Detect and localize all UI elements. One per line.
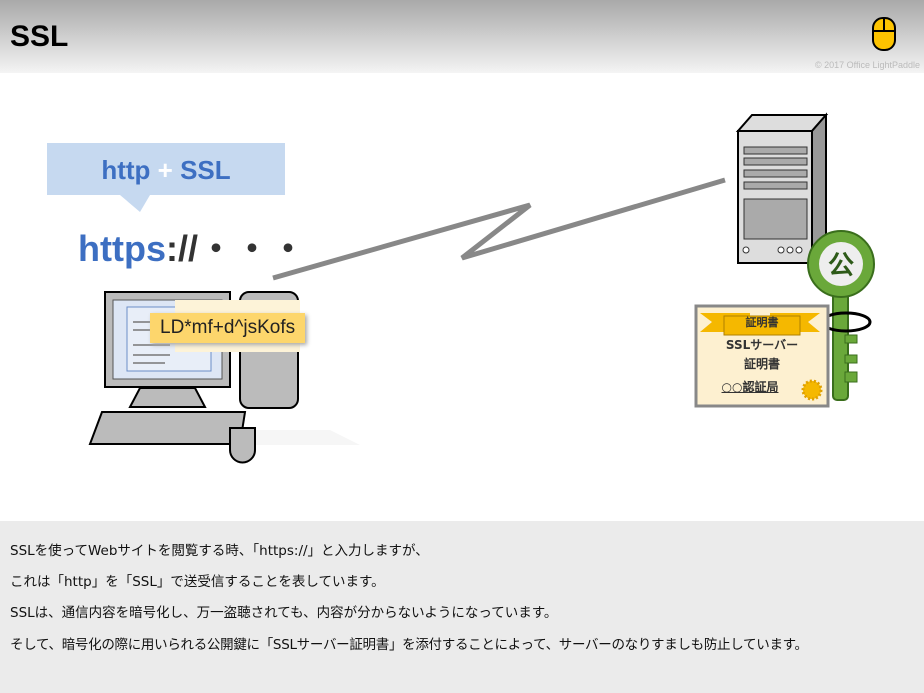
public-key-icon: 公 bbox=[807, 230, 875, 401]
url-rest: ://・・・ bbox=[165, 228, 306, 269]
http-ssl-bubble: http + SSL bbox=[47, 143, 285, 195]
certificate-text: 証明書 SSLサーバー 証明書 ○○認証局 bbox=[696, 310, 828, 395]
http-label: http bbox=[101, 155, 151, 185]
mouse-icon bbox=[872, 17, 896, 51]
caption-panel: SSLを使ってWebサイトを閲覧する時、「https://」と入力しますが、 こ… bbox=[0, 521, 924, 693]
caption-line: SSLは、通信内容を暗号化し、万一盗聴されても、内容が分からないようになっていま… bbox=[10, 605, 558, 621]
copyright: © 2017 Office LightPaddle bbox=[814, 60, 920, 70]
plus-sign: + bbox=[157, 155, 173, 185]
certificate-issuer: ○○認証局 bbox=[721, 380, 779, 394]
server-icon bbox=[735, 112, 829, 266]
caption-line: SSLを使ってWebサイトを閲覧する時、「https://」と入力しますが、 bbox=[10, 543, 429, 559]
ciphertext-label: LD*mf+d^jsKofs bbox=[150, 313, 306, 343]
svg-text:公: 公 bbox=[828, 251, 854, 281]
https-url: https://・・・ bbox=[78, 220, 306, 272]
caption-line: これは「http」を「SSL」で送受信することを表しています。 bbox=[10, 574, 385, 590]
https-scheme: https bbox=[78, 228, 166, 269]
page-title: SSL bbox=[10, 20, 69, 53]
ssl-label: SSL bbox=[180, 155, 231, 185]
bubble-tail bbox=[120, 195, 150, 212]
header-bar: SSL © 2017 Office LightPaddle bbox=[0, 0, 924, 73]
certificate-title-line1: SSLサーバー bbox=[725, 338, 799, 352]
ssl-certificate bbox=[694, 304, 830, 408]
certificate-ribbon-label: 証明書 bbox=[745, 316, 779, 329]
connection-line bbox=[272, 177, 726, 281]
certificate-title-line2: 証明書 bbox=[743, 357, 780, 371]
caption-line: そして、暗号化の際に用いられる公開鍵に「SSLサーバー証明書」を添付することによ… bbox=[10, 637, 808, 653]
